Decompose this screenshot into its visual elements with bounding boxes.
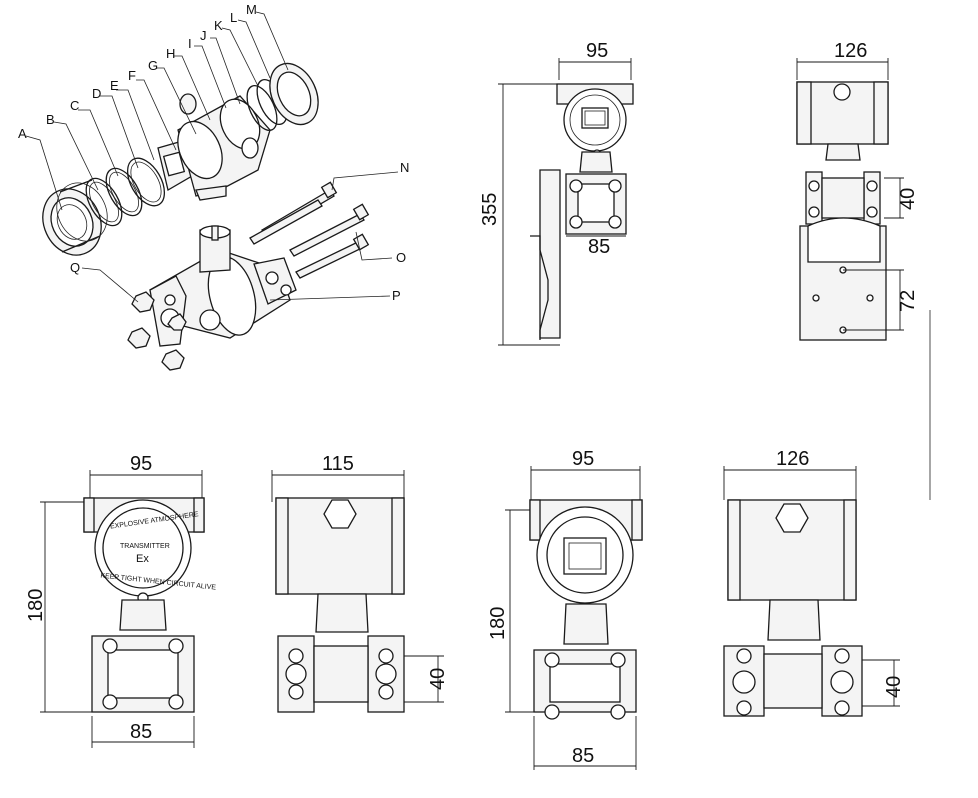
dim-flange-40-d: 40 <box>427 668 449 690</box>
view-side-126: 126 40 <box>723 448 905 717</box>
label-q: Q <box>70 260 80 275</box>
label-b: B <box>46 112 55 127</box>
dim-base-85-c: 85 <box>130 721 152 743</box>
view-front-display: 95 180 85 <box>487 448 643 770</box>
label-i: I <box>188 36 192 51</box>
face-text-mid: TRANSMITTER <box>120 543 170 550</box>
label-n: N <box>400 160 409 175</box>
dim-bracket-72: 72 <box>897 290 919 312</box>
dim-width-95-e: 95 <box>572 448 594 470</box>
label-o: O <box>396 250 406 265</box>
view-side-bracket: 126 40 72 <box>796 40 931 500</box>
dim-flange-40-f: 40 <box>883 676 905 698</box>
face-text-ex: Ex <box>136 553 149 565</box>
label-e: E <box>110 78 119 93</box>
label-m: M <box>246 2 257 17</box>
rear-cover <box>269 62 319 126</box>
label-a: A <box>18 126 27 141</box>
view-side-115: 115 40 <box>271 453 449 713</box>
dim-height-180-e: 180 <box>487 607 509 640</box>
dim-width-126-f: 126 <box>776 448 809 470</box>
dim-base-85: 85 <box>588 236 610 258</box>
dim-width-95-c: 95 <box>130 453 152 475</box>
label-d: D <box>92 86 101 101</box>
label-l: L <box>230 10 237 25</box>
dim-flange-40: 40 <box>897 188 919 210</box>
bolts <box>249 181 370 279</box>
label-j: J <box>200 28 207 43</box>
dim-width-95: 95 <box>586 40 608 62</box>
label-h: H <box>166 46 175 61</box>
label-f: F <box>128 68 136 83</box>
label-p: P <box>392 288 401 303</box>
dim-width-126: 126 <box>834 40 867 62</box>
view-front-bracket: 95 355 85 <box>479 40 634 346</box>
nuts <box>127 291 187 371</box>
dim-height-180-c: 180 <box>25 589 47 622</box>
leader-lines <box>25 11 399 303</box>
front-cover <box>42 179 108 256</box>
dim-base-85-e: 85 <box>572 745 594 767</box>
part-labels: A B C D E F G H I J K L M N O P Q <box>18 2 409 303</box>
view-front-ex: 95 180 TRANSMITTER Ex EXPLOSIVE ATMOSPHE… <box>25 453 217 748</box>
dim-height-355: 355 <box>479 193 501 226</box>
exploded-view: A B C D E F G H I J K L M N O P Q <box>18 2 409 371</box>
sensor-body <box>149 225 297 347</box>
dim-width-115: 115 <box>322 453 354 475</box>
label-g: G <box>148 58 158 73</box>
label-k: K <box>214 18 223 33</box>
label-c: C <box>70 98 79 113</box>
housing <box>177 93 271 201</box>
